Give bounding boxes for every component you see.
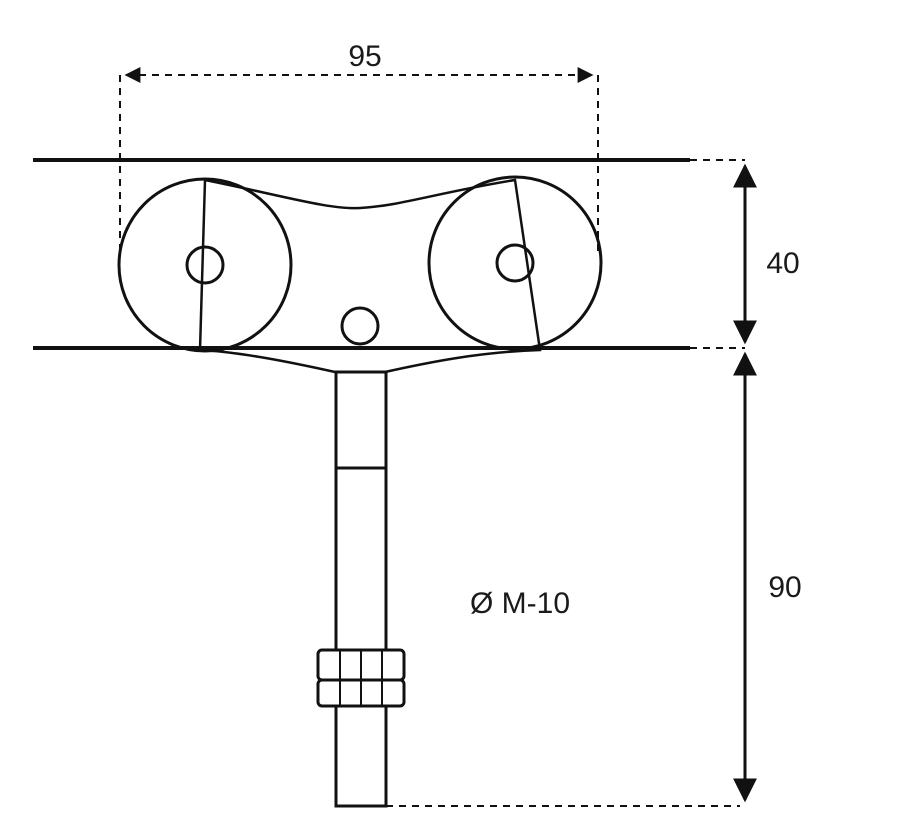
- carriage-plate: [198, 178, 542, 374]
- pivot-hole: [340, 306, 380, 346]
- rail: [33, 158, 690, 350]
- height-dimension-label: 40: [766, 247, 799, 280]
- left-wheel: [117, 177, 293, 353]
- lock-nuts: [316, 648, 406, 708]
- left-wheel-rim: [117, 177, 293, 353]
- bolt-thread-lower: [334, 704, 388, 808]
- length-dimension-label: 90: [768, 571, 801, 604]
- length-dimension: 90: [386, 351, 802, 807]
- right-wheel-rim: [427, 175, 603, 351]
- right-wheel-axle: [495, 243, 535, 283]
- left-wheel-axle: [185, 245, 225, 285]
- width-dimension: 95: [119, 40, 599, 255]
- right-wheel: [427, 175, 603, 351]
- height-dimension: 40: [690, 159, 800, 349]
- bolt-thread-upper: [334, 466, 388, 652]
- thread-spec-label: Ø M-10: [470, 587, 570, 620]
- bolt-shank: [334, 370, 388, 470]
- width-dimension-label: 95: [348, 40, 381, 73]
